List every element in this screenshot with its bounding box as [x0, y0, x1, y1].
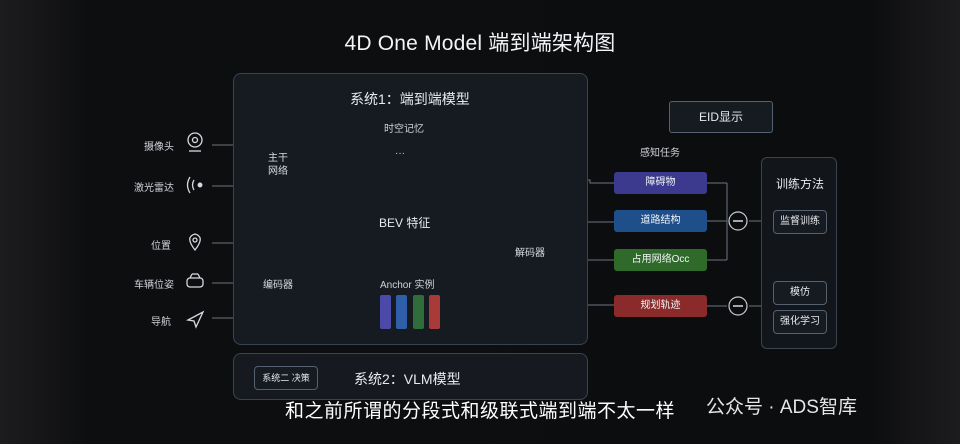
task-obstacle: 障碍物	[614, 172, 707, 194]
task-planning-trajectory: 规划轨迹	[614, 295, 707, 317]
memory-ellipsis: ···	[395, 148, 405, 159]
camera-icon	[187, 132, 203, 152]
training-reinforcement: 强化学习	[773, 310, 827, 334]
input-label-lidar: 激光雷达	[134, 183, 174, 194]
input-label-navigation: 导航	[151, 317, 171, 328]
task-occupancy: 占用网络Occ	[614, 249, 707, 271]
task-road-structure: 道路结构	[614, 210, 707, 232]
perception-label: 感知任务	[640, 148, 680, 159]
bev-label: BEV 特征	[379, 216, 431, 230]
training-title: 训练方法	[776, 177, 825, 191]
lidar-icon	[186, 176, 203, 194]
video-subtitle: 和之前所谓的分段式和级联式端到端不太一样	[284, 401, 675, 422]
input-label-vehicle-pose: 车辆位姿	[134, 280, 174, 291]
training-imitation: 模仿	[773, 281, 827, 305]
backbone-label: 主干 网络	[268, 153, 288, 177]
encoder-label: 编码器	[263, 280, 293, 291]
diagram-title: 4D One Model 端到端架构图	[344, 32, 616, 55]
anchor-label: Anchor 实例	[380, 280, 435, 291]
anchor-bar-3	[413, 295, 424, 329]
watermark: 公众号 · ADS智库	[706, 397, 857, 418]
system1-panel	[233, 73, 588, 345]
location-pin-icon	[189, 233, 201, 252]
input-label-position: 位置	[151, 241, 171, 252]
training-supervised: 监督训练	[773, 210, 827, 234]
eid-display-box: EID显示	[669, 101, 773, 133]
anchor-bar-2	[396, 295, 407, 329]
decoder-label: 解码器	[515, 248, 545, 259]
navigation-icon	[186, 310, 205, 329]
memory-label: 时空记忆	[384, 124, 424, 135]
input-label-camera: 摄像头	[144, 142, 174, 153]
system2-title: 系统2：VLM模型	[354, 371, 461, 387]
system1-title: 系统1：端到端模型	[350, 91, 470, 107]
system2-decision-box: 系统二 决策	[254, 366, 318, 390]
anchor-bar-4	[429, 295, 440, 329]
anchor-bar-1	[380, 295, 391, 329]
car-icon	[186, 273, 204, 288]
